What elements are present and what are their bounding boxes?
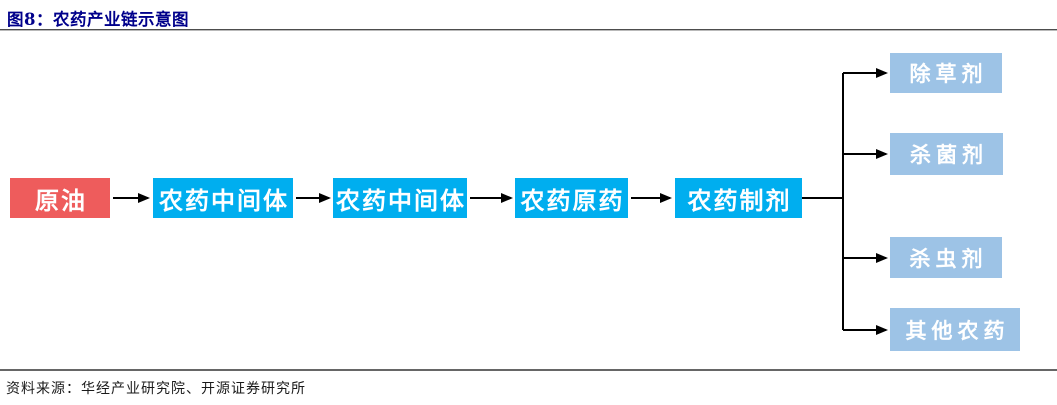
footer-separator (0, 369, 1057, 371)
chain-node-pesticide-intermediate-2: 农药中间体 (333, 178, 467, 218)
chain-node-pesticide-intermediate-1: 农药中间体 (153, 178, 293, 218)
branch-node-fungicide: 杀菌剂 (890, 133, 1003, 175)
source-note: 资料来源：华经产业研究院、开源证券研究所 (6, 381, 306, 397)
branch-node-other-pesticides: 其他农药 (890, 308, 1020, 351)
chain-node-technical-pesticide: 农药原药 (515, 178, 628, 218)
branch-node-herbicide: 除草剂 (890, 53, 1002, 93)
chain-node-crude-oil: 原油 (10, 178, 110, 218)
figure-title: 图8：农药产业链示意图 (7, 10, 189, 29)
branch-node-insecticide: 杀虫剂 (890, 237, 1002, 278)
chain-node-pesticide-formulation: 农药制剂 (675, 178, 802, 218)
industry-chain-diagram: 原油 农药中间体 农药中间体 农药原药 农药制剂 除草剂 杀菌剂 杀虫剂 其他农… (10, 53, 1020, 351)
title-separator (0, 29, 1057, 31)
